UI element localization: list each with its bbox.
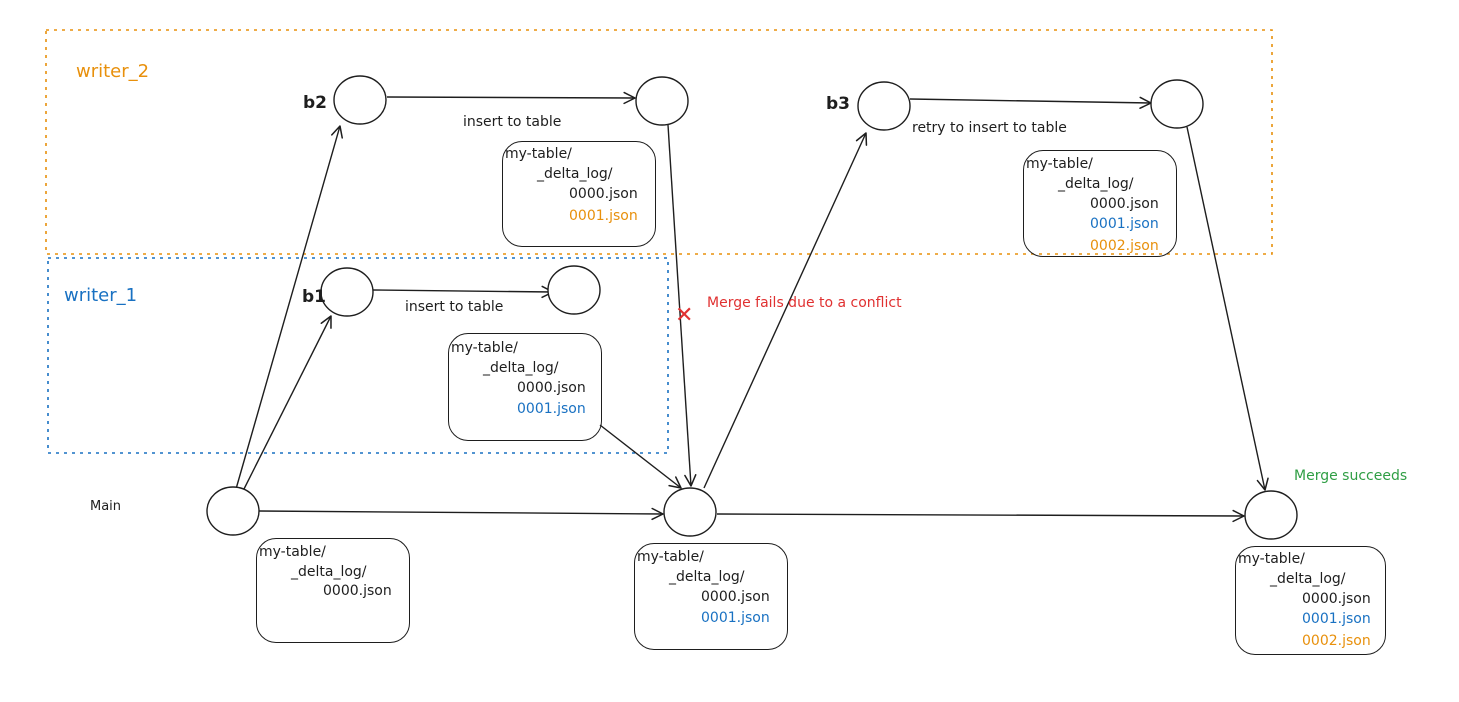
- file-line: 0000.json: [701, 589, 770, 605]
- conflict-x-icon: ✕: [675, 303, 694, 328]
- edge-merge1-to-b3: [703, 132, 868, 489]
- b3-label: b3: [826, 94, 850, 114]
- file-line: 0000.json: [517, 380, 586, 396]
- b2-label: b2: [303, 93, 327, 113]
- edge-main-to-b2: [235, 125, 343, 490]
- file-line: my-table/: [1026, 156, 1093, 172]
- node-main-final: [1244, 490, 1298, 540]
- file-box-main-start: my-table/ _delta_log/ 0000.json: [256, 538, 410, 643]
- file-line: 0002.json: [1302, 633, 1371, 649]
- file-line: 0001.json: [1302, 611, 1371, 627]
- file-box-main-after-merge: my-table/ _delta_log/ 0000.json 0001.jso…: [634, 543, 788, 650]
- file-line: 0001.json: [1090, 216, 1159, 232]
- edge-b1-insert: [371, 285, 554, 299]
- file-box-writer1-commit: my-table/ _delta_log/ 0000.json 0001.jso…: [448, 333, 602, 441]
- b1-label: b1: [302, 287, 326, 307]
- node-writer2-commit: [635, 76, 689, 126]
- node-b2: [333, 75, 387, 125]
- file-line: 0002.json: [1090, 238, 1159, 254]
- merge-success-label: Merge succeeds: [1294, 468, 1408, 484]
- node-main-merge1: [663, 487, 717, 537]
- file-line: my-table/: [637, 549, 704, 565]
- file-line: 0001.json: [517, 401, 586, 417]
- insert-label-writer-2: insert to table: [463, 114, 562, 130]
- file-line: _delta_log/: [483, 360, 559, 376]
- file-line: 0000.json: [1302, 591, 1371, 607]
- writer-2-region: [45, 29, 1273, 255]
- main-label: Main: [90, 499, 122, 514]
- file-line: _delta_log/: [291, 564, 367, 580]
- edge-writer2-merge-attempt: [667, 124, 697, 487]
- node-writer1-commit: [547, 265, 601, 315]
- node-b3: [857, 81, 911, 131]
- retry-label: retry to insert to table: [912, 120, 1067, 136]
- edge-b2-insert: [386, 91, 636, 105]
- file-line: 0000.json: [1090, 196, 1159, 212]
- node-writer2-retry-commit: [1150, 79, 1204, 129]
- edge-b3-retry: [909, 96, 1152, 109]
- node-main-start: [206, 486, 260, 536]
- file-line: 0000.json: [569, 186, 638, 202]
- node-b1: [320, 267, 374, 317]
- merge-fail-label: Merge fails due to a conflict: [707, 295, 902, 311]
- file-line: my-table/: [259, 544, 326, 560]
- main-edge-start-to-merge1: [258, 507, 664, 521]
- file-line: _delta_log/: [537, 166, 613, 182]
- edge-main-to-b1: [243, 315, 332, 490]
- file-line: my-table/: [451, 340, 518, 356]
- file-line: 0000.json: [323, 583, 392, 599]
- file-line: my-table/: [505, 146, 572, 162]
- insert-label-writer-1: insert to table: [405, 299, 504, 315]
- file-line: 0001.json: [701, 610, 770, 626]
- edge-writer2-retry-merge: [1186, 126, 1269, 491]
- main-edge-merge1-to-final: [716, 509, 1245, 523]
- file-line: _delta_log/: [669, 569, 745, 585]
- file-line: my-table/: [1238, 551, 1305, 567]
- writer-2-label: writer_2: [76, 61, 150, 82]
- file-line: _delta_log/: [1058, 176, 1134, 192]
- file-box-main-final: my-table/ _delta_log/ 0000.json 0001.jso…: [1235, 546, 1386, 655]
- file-box-writer2-retry: my-table/ _delta_log/ 0000.json 0001.jso…: [1023, 150, 1177, 257]
- file-line: 0001.json: [569, 208, 638, 224]
- file-line: _delta_log/: [1270, 571, 1346, 587]
- file-box-writer2-commit: my-table/ _delta_log/ 0000.json 0001.jso…: [502, 141, 656, 247]
- writer-1-label: writer_1: [64, 285, 138, 306]
- edge-writer1-merge: [599, 424, 682, 489]
